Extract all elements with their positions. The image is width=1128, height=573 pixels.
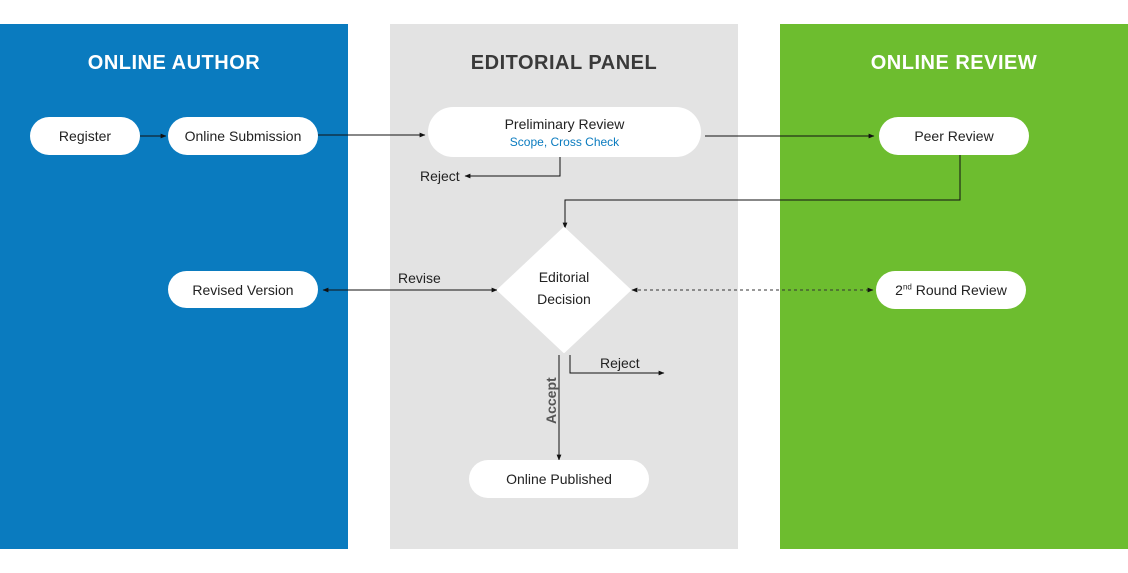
- editorial-decision-line2: Decision: [537, 291, 591, 307]
- node-revised-version: Revised Version: [168, 271, 318, 308]
- node-register-label: Register: [58, 128, 112, 144]
- node-preliminary-review-subtitle: Scope, Cross Check: [509, 134, 620, 149]
- node-peer-review-label: Peer Review: [914, 128, 994, 144]
- node-second-round-review: 2nd Round Review: [876, 271, 1026, 309]
- editorial-decision-diamond: [497, 227, 631, 353]
- label-revise: Revise: [398, 270, 441, 286]
- node-second-round-review-label: 2nd Round Review: [895, 282, 1007, 298]
- node-register: Register: [30, 117, 140, 155]
- editorial-decision-line1: Editorial: [538, 269, 590, 285]
- node-revised-version-label: Revised Version: [192, 281, 294, 298]
- editorial-decision-text: Editorial Decision: [514, 266, 614, 310]
- arrow-decision-reject: [569, 355, 665, 376]
- lane-title-online-review: ONLINE REVIEW: [870, 52, 1038, 74]
- node-peer-review: Peer Review: [879, 117, 1029, 155]
- label-accept: Accept: [543, 377, 559, 424]
- second-round-prefix: 2: [895, 282, 903, 298]
- label-reject-decision: Reject: [600, 355, 640, 371]
- node-online-published-label: Online Published: [506, 471, 612, 487]
- label-reject-preliminary: Reject: [420, 168, 460, 184]
- arrow-peer-to-decision: [562, 155, 961, 229]
- second-round-sup: nd: [902, 282, 912, 292]
- lane-title-editorial-panel: EDITORIAL PANEL: [470, 52, 658, 74]
- node-online-submission-label: Online Submission: [184, 128, 302, 144]
- lane-title-online-author: ONLINE AUTHOR: [87, 52, 261, 74]
- node-online-published: Online Published: [469, 460, 649, 498]
- node-preliminary-review-label: Preliminary Review: [504, 115, 625, 132]
- arrow-preliminary-reject: [464, 157, 561, 179]
- node-online-submission: Online Submission: [168, 117, 318, 155]
- second-round-suffix: Round Review: [911, 282, 1007, 298]
- node-preliminary-review: Preliminary Review Scope, Cross Check: [428, 107, 701, 157]
